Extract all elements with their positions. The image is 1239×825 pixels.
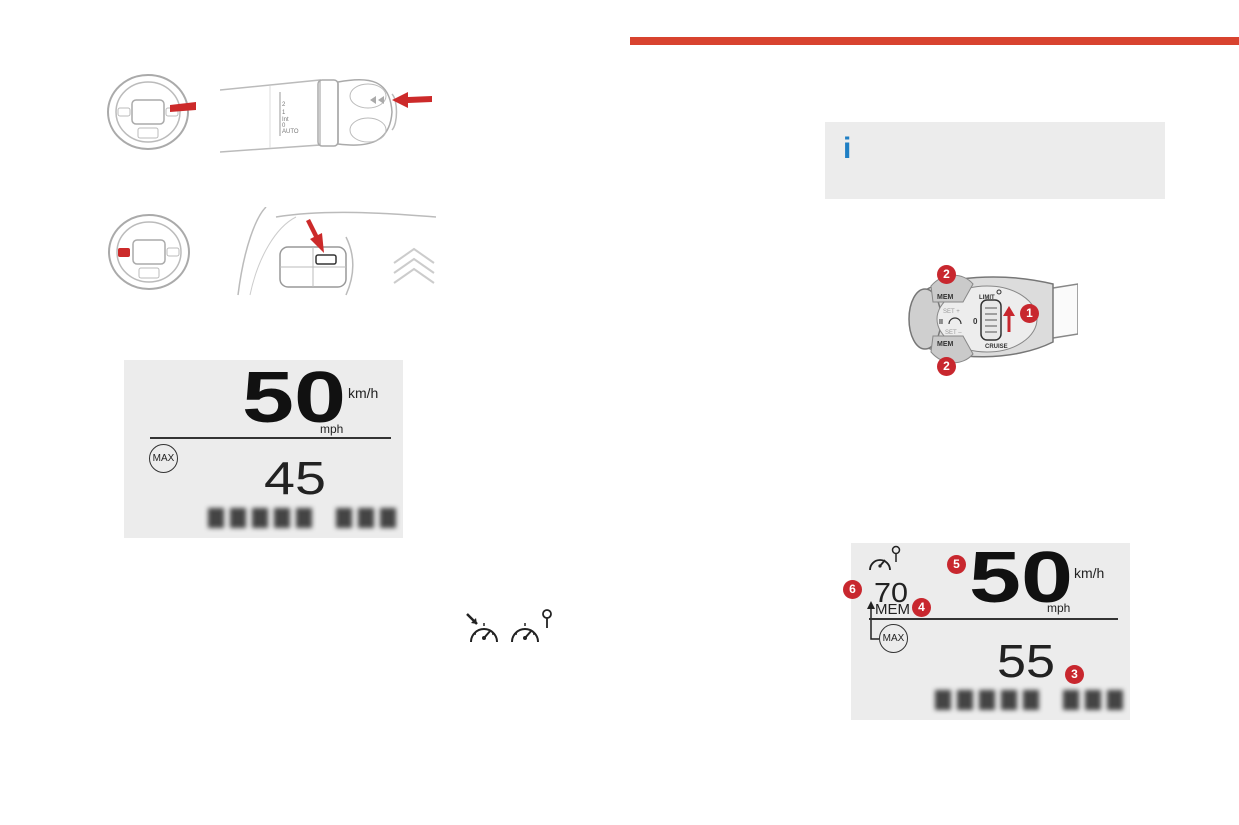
lever-limit: LIMIT [979,295,995,301]
cruise-limiter-lever-illustration: MEM MEM SET + SET – II 0 LIMIT CRUISE [908,274,1078,364]
max-icon: MAX [149,444,178,473]
display2-divider [869,618,1118,620]
lever-mem-bottom: MEM [937,341,954,348]
callout-badge-6: 6 [843,580,862,599]
display1-blurred-odometer [208,508,396,528]
stalk-scale-0: 0 [282,123,286,129]
lever-pause: II [939,319,943,326]
cluster-display-limiter-memory: 70 50 km/h mph MEM MAX 55 [851,543,1130,720]
steering-wheel-left-button-illustration [108,214,190,290]
display2-limit-value: 55 [997,637,1055,681]
display1-speed: 50 [242,366,346,426]
callout-badge-4: 4 [912,598,931,617]
speed-limiter-icon [511,609,552,643]
display2-mem-arrow [867,601,879,640]
speed-limiter-pause-icon [466,613,498,643]
display1-limit-digits: 45 [264,454,326,498]
info-box [825,122,1165,199]
lever-limiter-icon [948,317,962,325]
display1-unit-mph: mph [320,422,344,436]
display1-speed-digits: 50 [242,366,346,426]
callout-badge-5: 5 [947,555,966,574]
display2-speed-digits: 50 [969,546,1073,606]
lever-mem-top: MEM [937,294,954,301]
section-header-bar [630,37,1239,45]
callout-badge-2-top: 2 [937,265,956,284]
lever-cruise: CRUISE [985,344,1008,350]
display1-unit-kmh: km/h [348,385,379,401]
lever-set-minus: SET – [945,330,962,336]
stalk-scale-int: Int [282,117,289,123]
stalk-scale-1: 1 [282,110,286,116]
callout-badge-3: 3 [1065,665,1084,684]
display2-speed: 50 [969,546,1073,606]
stalk-detail-illustration: 2 1 Int 0 AUTO [220,78,432,153]
display2-unit-kmh: km/h [1074,565,1105,581]
callout-badge-2-bottom: 2 [937,357,956,376]
callout-badge-1: 1 [1020,304,1039,323]
steering-button-detail-illustration [237,207,436,296]
stalk-scale-auto: AUTO [282,129,299,135]
steering-wheel-right-stalk-illustration [107,74,196,150]
lever-set-plus: SET + [943,309,960,315]
lever-zero: 0 [973,317,978,326]
display1-limit-value: 45 [264,454,326,498]
display2-memorised-value: 70 [874,577,908,605]
stalk-scale-2: 2 [282,102,286,108]
display2-blurred-odometer [935,690,1123,710]
display2-limiter-icon [869,545,901,571]
display2-unit-mph: mph [1047,601,1071,615]
cluster-display-limiter: 50 km/h mph MAX 45 [124,360,403,538]
info-icon: i [843,132,852,165]
display1-divider [150,437,391,439]
max-icon: MAX [879,624,908,653]
display2-mem-label: MEM [875,601,910,618]
display2-limit-digits: 55 [997,637,1055,681]
display2-memorised-digits: 70 [874,577,908,605]
